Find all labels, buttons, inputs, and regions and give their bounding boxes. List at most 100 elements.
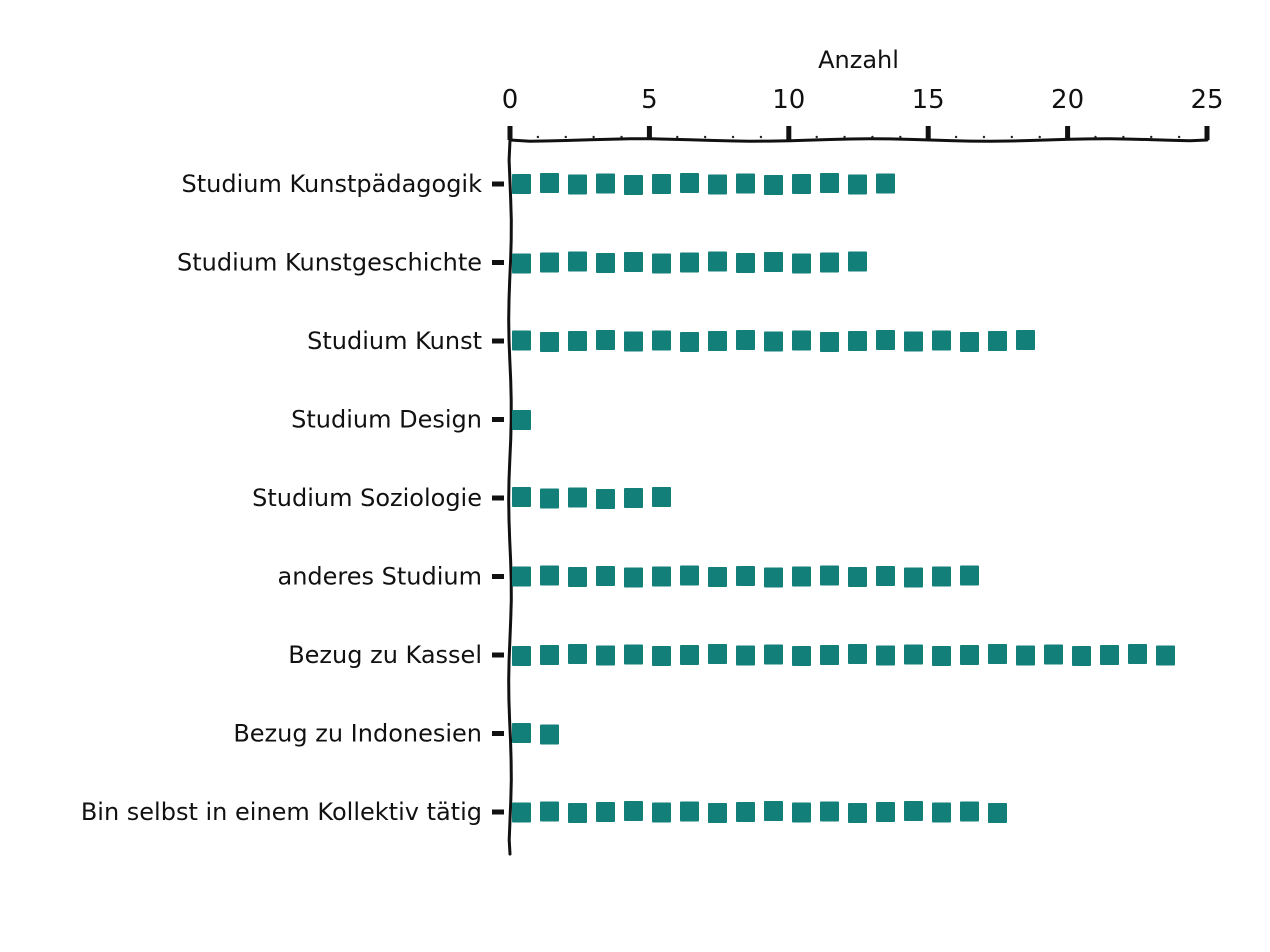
category-label: anderes Studium: [277, 563, 482, 591]
bar-segment: [596, 330, 615, 350]
bar-segment: [540, 252, 559, 273]
bar-segment: [932, 566, 951, 587]
bar-segment: [736, 173, 755, 194]
bar-segment: [848, 251, 867, 272]
minor-tick: [815, 135, 818, 139]
bar-segment: [820, 252, 839, 273]
bar-segment: [680, 332, 699, 352]
category-label: Bezug zu Indonesien: [233, 720, 482, 748]
bar-segment: [932, 802, 951, 823]
bar-segment: [792, 330, 811, 351]
x-tick-label: 15: [912, 85, 945, 115]
minor-tick: [1122, 135, 1125, 139]
minor-tick: [1150, 135, 1153, 139]
bar-segment: [568, 567, 587, 587]
minor-tick: [899, 135, 902, 139]
bar-segment: [960, 645, 979, 665]
bar: [512, 487, 671, 509]
bar-segment: [540, 801, 559, 822]
category-label: Studium Design: [291, 406, 482, 434]
minor-tick: [1177, 135, 1181, 139]
bar-segment: [1016, 330, 1035, 350]
bar-segment: [820, 645, 839, 665]
bar-segment: [568, 174, 587, 195]
minor-tick: [676, 135, 679, 139]
bar: [512, 644, 1175, 666]
bar-segment: [736, 645, 755, 666]
bar: [512, 801, 1007, 823]
bar-segment: [624, 175, 643, 195]
bar-segment: [848, 644, 867, 664]
minor-tick: [731, 135, 735, 139]
bar-segment: [652, 802, 671, 823]
category-label: Studium Kunstpädagogik: [182, 170, 483, 198]
category-label: Studium Kunstgeschichte: [177, 249, 482, 277]
category-label: Bezug zu Kassel: [288, 641, 482, 669]
bar-segment: [736, 253, 755, 273]
bar-segment: [624, 252, 643, 272]
bar-segment: [708, 803, 727, 823]
x-tick-label: 5: [641, 85, 658, 115]
bar-segment: [764, 175, 783, 195]
bar-segment: [708, 644, 727, 664]
minor-tick: [592, 135, 595, 139]
bar-segment: [764, 567, 783, 588]
bar-segment: [960, 565, 979, 586]
bar-segment: [568, 251, 587, 272]
bar-segment: [624, 801, 643, 821]
category-label: Studium Kunst: [307, 327, 482, 355]
bar-segment: [596, 173, 615, 194]
bar-segment: [596, 253, 615, 273]
minor-tick: [1010, 135, 1014, 139]
bar-segment: [988, 644, 1007, 664]
bar-segment: [988, 803, 1007, 823]
bar-segment: [876, 802, 895, 822]
minor-tick: [759, 135, 763, 139]
bar-segment: [792, 253, 811, 274]
bar-segment: [1016, 645, 1035, 666]
bar-segment: [736, 566, 755, 586]
bar: [512, 565, 979, 588]
y-axis: [492, 138, 513, 856]
bar-segment: [512, 487, 531, 507]
bar-segment: [876, 645, 895, 666]
bar-segment: [960, 332, 979, 352]
bar-segment: [652, 566, 671, 587]
x-tick-label: 0: [502, 85, 519, 115]
bar-segment: [764, 644, 783, 665]
minor-tick: [954, 135, 958, 139]
bar-segment: [680, 801, 699, 822]
bars-group: [512, 173, 1175, 823]
bar-segment: [904, 567, 923, 588]
x-tick-label: 25: [1190, 85, 1223, 115]
minor-tick: [843, 135, 846, 139]
x-axis-line: [508, 137, 1209, 143]
bar-segment: [680, 565, 699, 586]
bar-segment: [568, 803, 587, 823]
minor-tick: [536, 135, 540, 139]
bar-segment: [988, 331, 1007, 351]
bar-segment: [652, 487, 671, 507]
bar-segment: [680, 252, 699, 273]
bar: [512, 251, 867, 274]
bar-segment: [764, 252, 783, 272]
bar-segment: [708, 331, 727, 351]
bar-segment: [652, 330, 671, 351]
bar-segment: [596, 566, 615, 586]
bar-segment: [540, 488, 559, 509]
minor-tick: [1038, 135, 1041, 139]
bar-segment: [596, 802, 615, 822]
bar-segment: [512, 253, 531, 274]
bar-segment: [792, 802, 811, 823]
minor-tick: [1094, 135, 1097, 139]
bar-segment: [708, 174, 727, 195]
bar-segment: [792, 174, 811, 194]
bar-segment: [736, 802, 755, 822]
bar-segment: [1156, 645, 1175, 666]
bar-segment: [568, 487, 587, 508]
bar-segment: [596, 645, 615, 666]
bar-segment: [624, 567, 643, 588]
bar: [512, 723, 559, 745]
